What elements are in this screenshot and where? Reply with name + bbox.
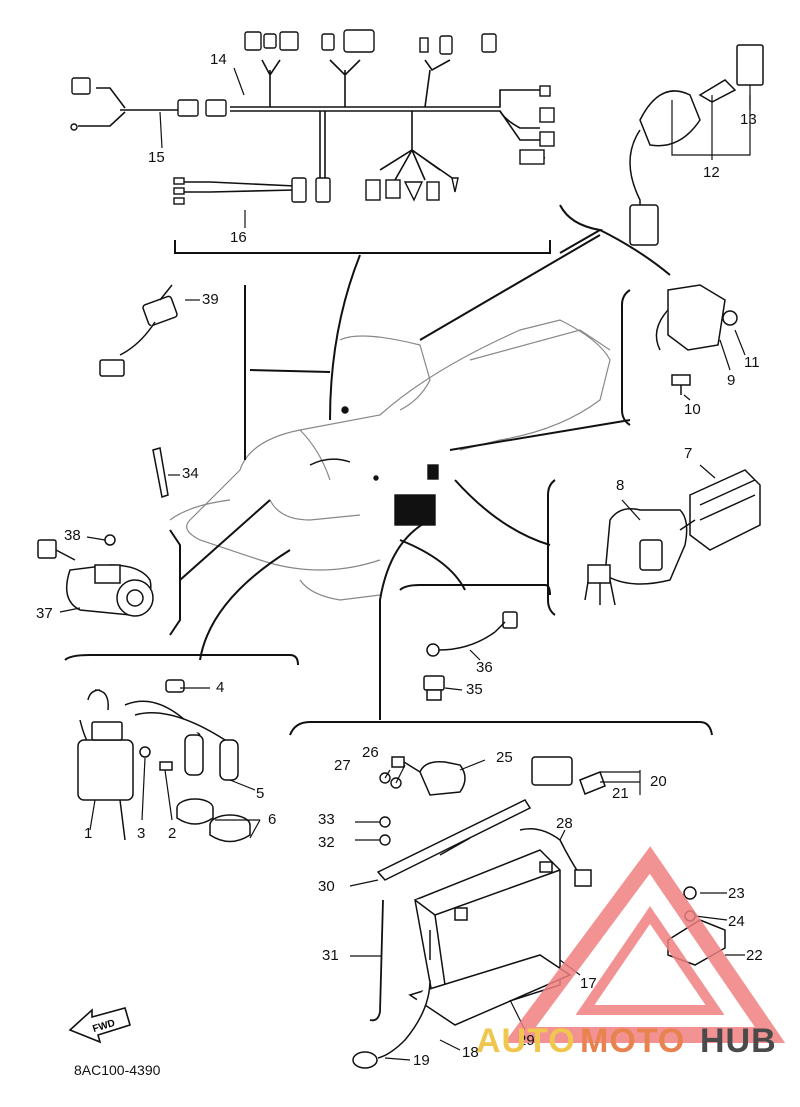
callout-10: 10 <box>684 401 701 418</box>
callout-37: 37 <box>36 605 53 622</box>
watermark-text-moto: MOTO <box>580 1022 686 1060</box>
battery-rod-31 <box>369 899 384 1022</box>
callout-36: 36 <box>476 659 493 676</box>
starter-relay-20 <box>531 756 606 795</box>
callout-24: 24 <box>728 913 745 930</box>
side-brackets <box>64 285 713 736</box>
callout-2: 2 <box>168 825 177 842</box>
callout-21: 21 <box>612 785 629 802</box>
watermark-text-auto: AUTO <box>476 1022 576 1060</box>
callout-33: 33 <box>318 811 335 828</box>
leader-lines <box>179 369 631 720</box>
fwd-arrow-icon: FWD <box>68 1007 131 1044</box>
callout-25: 25 <box>496 749 513 766</box>
callout-22: 22 <box>746 947 763 964</box>
main-switch-bracket <box>559 204 671 276</box>
callout-31: 31 <box>322 947 339 964</box>
callout-29: 29 <box>518 1032 535 1049</box>
callout-5: 5 <box>256 785 265 802</box>
callout-20: 20 <box>650 773 667 790</box>
callout-12: 12 <box>703 164 720 181</box>
ignition-box-8 <box>584 508 696 606</box>
callout-17: 17 <box>580 975 597 992</box>
main-switch-lead <box>419 234 601 341</box>
callout-4: 4 <box>216 679 225 696</box>
sensor-35-36 <box>423 611 518 701</box>
wire-harness <box>78 59 546 193</box>
callout-14: 14 <box>210 51 227 68</box>
watermark-text-hub: HUB <box>700 1022 777 1060</box>
callout-34: 34 <box>182 465 199 482</box>
harness-connectors <box>70 29 555 205</box>
callout-30: 30 <box>318 878 335 895</box>
callout-18: 18 <box>462 1044 479 1061</box>
watermark-logo-icon <box>504 846 786 1043</box>
callout-19: 19 <box>413 1052 430 1069</box>
callout-23: 23 <box>728 885 745 902</box>
harness-bracket-lead <box>329 254 361 421</box>
callout-38: 38 <box>64 527 81 544</box>
callout-8: 8 <box>616 477 625 494</box>
callout-27: 27 <box>334 757 351 774</box>
kill-switch-39 <box>99 284 178 377</box>
cdi-unit-7 <box>689 469 761 551</box>
battery-hose-18-19 <box>352 979 431 1069</box>
callout-13: 13 <box>740 111 757 128</box>
starter-motor-37 <box>37 534 154 617</box>
callout-35: 35 <box>466 681 483 698</box>
ignition-coil-1 <box>77 689 173 841</box>
callout-11: 11 <box>744 354 760 371</box>
callout-lines <box>59 67 751 1061</box>
callout-32: 32 <box>318 834 335 851</box>
battery-bracket-30 <box>376 799 532 881</box>
callout-28: 28 <box>556 815 573 832</box>
snowmobile-outline <box>169 319 611 601</box>
callout-1: 1 <box>84 825 93 842</box>
part-number: 8AC100-4390 <box>74 1062 161 1078</box>
snowmobile-internal-parts <box>309 406 439 526</box>
callout-16: 16 <box>230 229 247 246</box>
spark-plug-caps-5 <box>124 679 239 781</box>
band-34 <box>152 447 169 498</box>
regulator-9 <box>655 284 738 395</box>
callout-6: 6 <box>268 811 277 828</box>
callout-26: 26 <box>362 744 379 761</box>
harness-bracket <box>174 240 551 254</box>
callout-15: 15 <box>148 149 165 166</box>
callout-7: 7 <box>684 445 693 462</box>
callout-3: 3 <box>137 825 146 842</box>
main-switch-assembly <box>629 44 764 246</box>
nuts-washers-26-27-32-33 <box>379 772 402 846</box>
callout-9: 9 <box>727 372 736 389</box>
relay-25 <box>391 756 466 796</box>
callout-39: 39 <box>202 291 219 308</box>
